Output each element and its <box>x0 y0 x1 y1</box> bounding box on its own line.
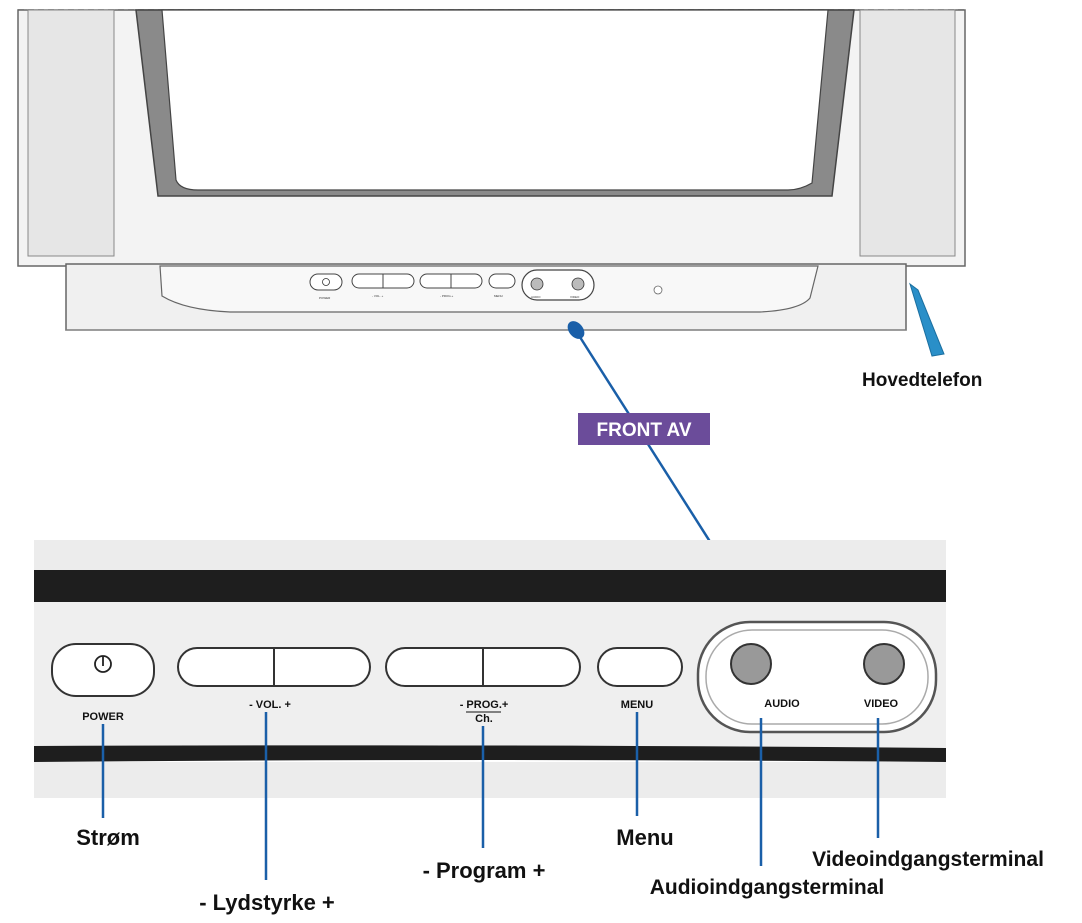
tv-label-power: POWER <box>319 296 331 300</box>
tv-menu-button <box>488 273 516 289</box>
tv-power-icon <box>322 278 330 286</box>
tv-label-menu: MENU <box>494 294 503 298</box>
screen <box>161 9 829 191</box>
front-av-tag: FRONT AV <box>578 413 710 445</box>
callout-strom: Strøm <box>76 825 140 850</box>
callout-audioindgang: Audioindgangsterminal <box>650 876 885 899</box>
front-av-tag-label: FRONT AV <box>597 420 692 441</box>
power-button <box>51 643 155 697</box>
tv-label-video: VIDEO <box>570 295 580 299</box>
tv-label-vol: - VOL. + <box>372 294 384 298</box>
tv-audio-jack <box>530 277 544 291</box>
tv-av-module <box>521 269 595 301</box>
callout-menu: Menu <box>616 825 673 850</box>
tv-video-jack <box>571 277 585 291</box>
tv-indicator-led <box>653 285 663 295</box>
callout-videoindgang: Videoindgangsterminal <box>812 848 1044 871</box>
right-speaker-grille <box>859 9 956 257</box>
control-strip <box>159 265 819 313</box>
callout-lydstyrke: - Lydstyrke + <box>199 890 335 915</box>
menu-label: MENU <box>621 699 653 711</box>
channel-label: Ch. <box>475 713 493 725</box>
audio-label: AUDIO <box>764 698 800 710</box>
tv-illustration: POWER - VOL. + - PROG.+ MENU AUDIO VIDEO <box>17 9 966 357</box>
tv-label-prog: - PROG.+ <box>440 294 454 298</box>
callout-hovedtelefon: Hovedtelefon <box>862 370 982 391</box>
front-av-plug-icon <box>567 321 585 339</box>
audio-jack <box>730 643 772 685</box>
callout-lines <box>101 712 880 880</box>
callout-program: - Program + <box>423 858 546 883</box>
program-label: - PROG.+ <box>460 699 509 711</box>
enlarged-control-panel: POWER - VOL. + - PROG.+ Ch. MENU AUDIO V… <box>34 540 946 798</box>
tv-power-button <box>309 273 343 291</box>
headphone-marker <box>909 282 945 357</box>
power-label: POWER <box>82 711 124 723</box>
tv-label-audio: AUDIO <box>531 295 541 299</box>
video-jack <box>863 643 905 685</box>
left-speaker-grille <box>27 9 115 257</box>
volume-label: - VOL. + <box>249 699 291 711</box>
menu-button <box>597 647 683 687</box>
video-label: VIDEO <box>864 698 899 710</box>
